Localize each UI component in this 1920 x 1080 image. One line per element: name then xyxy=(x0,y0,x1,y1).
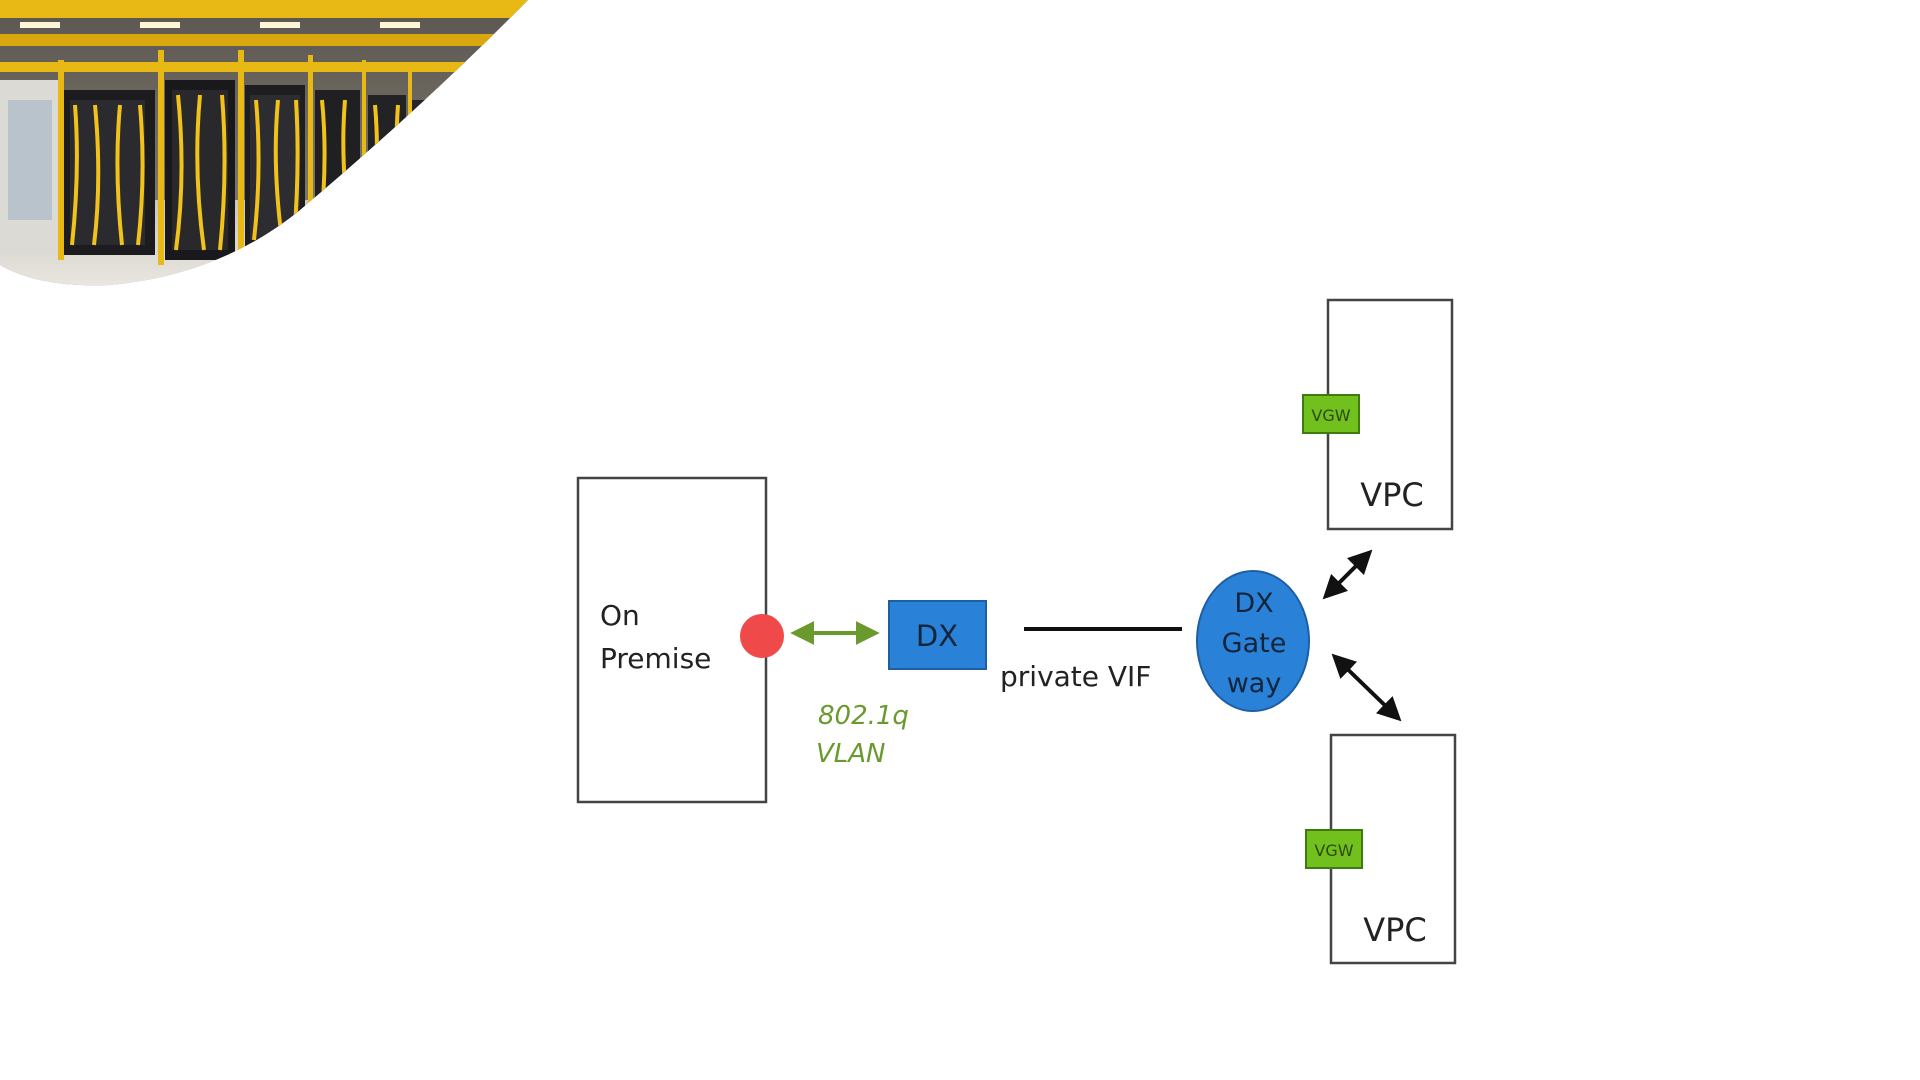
vpc2-link-arrow xyxy=(1335,657,1398,718)
on-premise-box: On Premise xyxy=(578,478,766,802)
vlan-label-line1: 802.1q xyxy=(818,701,909,731)
dx-gateway: DX Gate way xyxy=(1197,571,1309,711)
on-premise-label-line2: Premise xyxy=(600,642,711,675)
private-vif-label: private VIF xyxy=(1000,660,1151,693)
vpc-label-1: VPC xyxy=(1360,476,1424,514)
vpc-label-2: VPC xyxy=(1363,911,1427,949)
vpc-box-1: VGW VPC xyxy=(1303,300,1452,529)
vgw-label-2: VGW xyxy=(1314,841,1353,860)
router-port xyxy=(740,614,784,658)
on-premise-label-line1: On xyxy=(600,599,640,632)
vpc-box-2: VGW VPC xyxy=(1306,735,1455,963)
vpc1-link-arrow xyxy=(1326,553,1369,596)
dx-label: DX xyxy=(916,619,958,653)
dx-gateway-label-line2: Gate xyxy=(1222,628,1287,659)
dx-gateway-label-line1: DX xyxy=(1234,588,1273,619)
vlan-label-line2: VLAN xyxy=(816,739,886,769)
dx-box: DX xyxy=(889,601,986,669)
vgw-label-1: VGW xyxy=(1311,406,1350,425)
dx-gateway-label-line3: way xyxy=(1227,668,1282,699)
